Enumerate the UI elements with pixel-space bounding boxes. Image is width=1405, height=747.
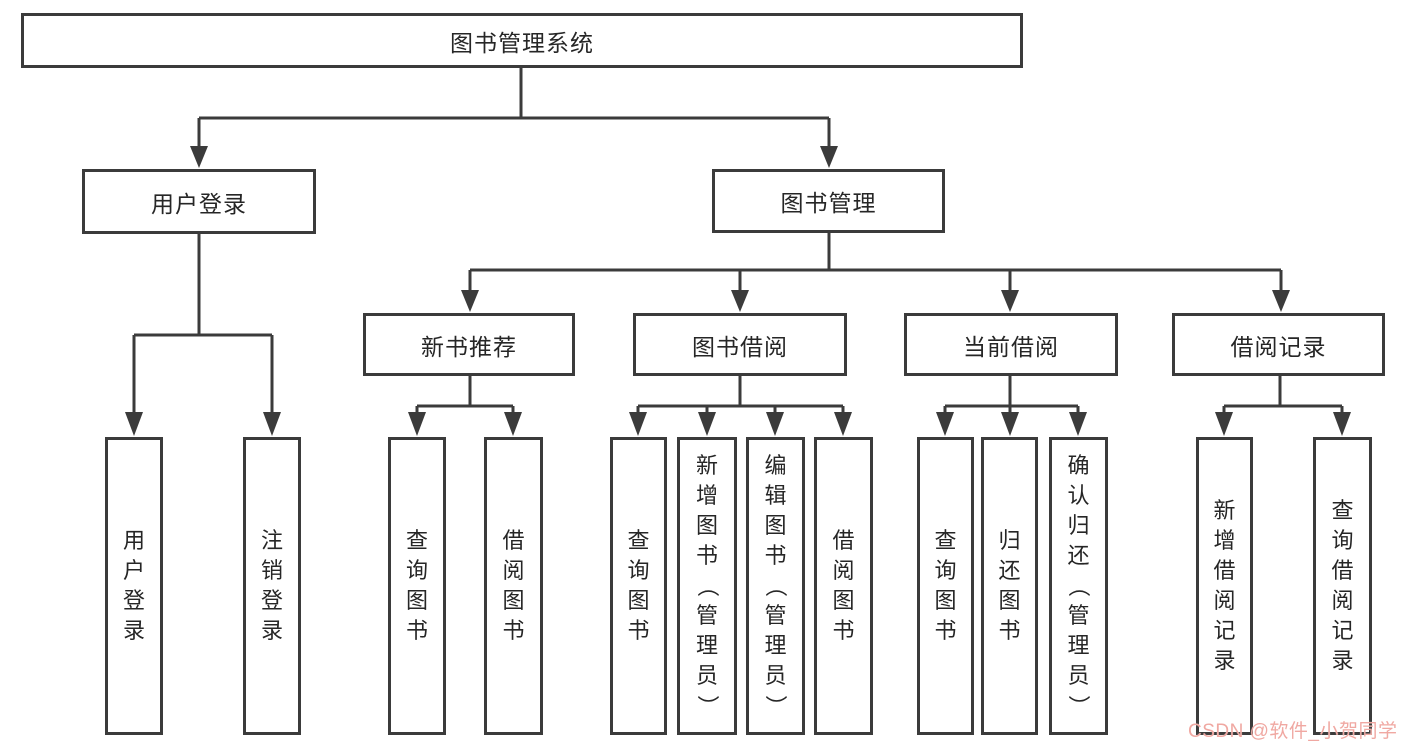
node-borrow-records: 借阅记录 xyxy=(1172,313,1385,376)
leaf-confirm-return-admin: 确认归还（管理员） xyxy=(1049,437,1108,735)
leaf-borrow-books-recommend-label: 借阅图书 xyxy=(502,528,525,643)
leaf-add-borrow-record: 新增借阅记录 xyxy=(1196,437,1253,735)
node-current-borrow-label: 当前借阅 xyxy=(963,333,1059,360)
leaf-user-login: 用户登录 xyxy=(105,437,163,735)
leaf-query-books-recommend-label: 查询图书 xyxy=(405,528,428,643)
leaf-confirm-return-admin-label: 确认归还（管理员） xyxy=(1066,453,1092,718)
node-current-borrow: 当前借阅 xyxy=(904,313,1118,376)
leaf-query-books-recommend: 查询图书 xyxy=(388,437,446,735)
node-root-label: 图书管理系统 xyxy=(450,29,594,56)
leaf-logout-label: 注销登录 xyxy=(260,528,283,643)
leaf-add-book-admin-label: 新增图书（管理员） xyxy=(694,453,720,718)
node-new-book-recommend: 新书推荐 xyxy=(363,313,575,376)
node-new-book-recommend-label: 新书推荐 xyxy=(421,333,517,360)
node-book-management-label: 图书管理 xyxy=(780,190,877,216)
node-book-management: 图书管理 xyxy=(712,169,945,233)
leaf-query-books-borrow: 查询图书 xyxy=(610,437,667,735)
node-user-login-label: 用户登录 xyxy=(151,190,247,217)
node-book-borrow-label: 图书借阅 xyxy=(692,333,788,360)
leaf-query-borrow-record: 查询借阅记录 xyxy=(1313,437,1372,735)
leaf-edit-book-admin-label: 编辑图书（管理员） xyxy=(763,453,789,718)
node-borrow-records-label: 借阅记录 xyxy=(1230,333,1327,360)
leaf-borrow-books-recommend: 借阅图书 xyxy=(484,437,543,735)
node-user-login: 用户登录 xyxy=(82,169,316,234)
node-book-borrow: 图书借阅 xyxy=(633,313,847,376)
leaf-query-books-current-label: 查询图书 xyxy=(934,528,957,643)
leaf-query-borrow-record-label: 查询借阅记录 xyxy=(1331,498,1354,673)
csdn-watermark: CSDN @软件_小贺同学 xyxy=(1188,721,1398,742)
leaf-query-books-borrow-label: 查询图书 xyxy=(627,528,650,643)
leaf-add-book-admin: 新增图书（管理员） xyxy=(677,437,737,735)
leaf-edit-book-admin: 编辑图书（管理员） xyxy=(746,437,805,735)
leaf-logout: 注销登录 xyxy=(243,437,301,735)
node-root: 图书管理系统 xyxy=(21,13,1023,68)
leaf-borrow-books: 借阅图书 xyxy=(814,437,873,735)
leaf-user-login-label: 用户登录 xyxy=(122,528,145,643)
leaf-query-books-current: 查询图书 xyxy=(917,437,974,735)
leaf-borrow-books-label: 借阅图书 xyxy=(832,528,855,643)
leaf-return-book-label: 归还图书 xyxy=(998,528,1021,643)
leaf-add-borrow-record-label: 新增借阅记录 xyxy=(1213,498,1236,673)
leaf-return-book: 归还图书 xyxy=(981,437,1038,735)
